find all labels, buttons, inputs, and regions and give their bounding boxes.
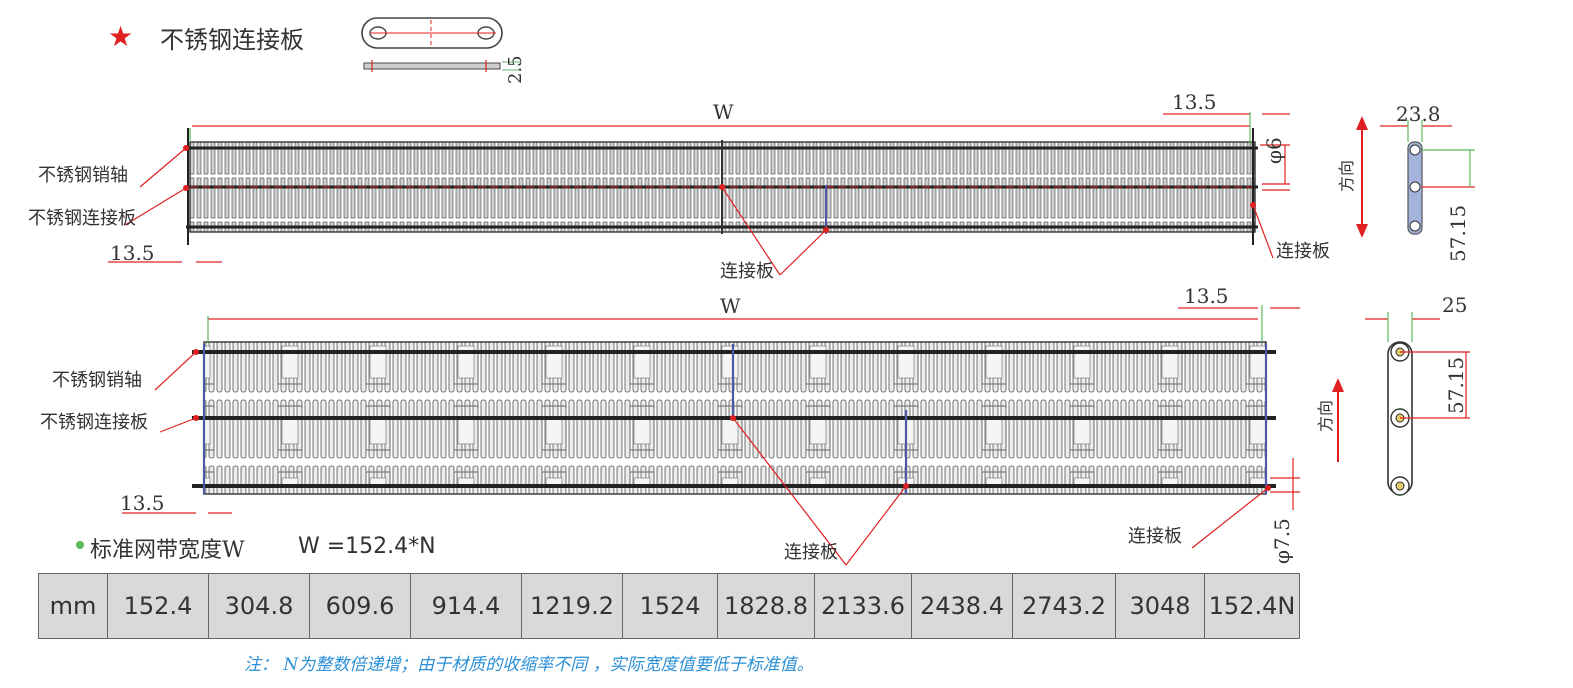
plate-thickness: 2.5 [505,55,526,84]
table-cell: 609.6 [309,573,411,639]
bottom-belt-drawing [192,341,1276,495]
table-cell: 2438.4 [911,573,1013,639]
top-plate-label: 不锈钢连接板 [28,208,136,229]
connecting-plate-icon [361,17,520,72]
bottom-link-label-center: 连接板 [784,542,838,563]
table-cell: 914.4 [410,573,522,639]
top-direction-label: 方向 [1337,159,1356,192]
footnote: 注： N为整数倍递增；由于材质的收缩率不同 ，实际宽度值要低于标准值。 [244,655,814,675]
top-side-drawing [1356,116,1423,238]
green-bullet-icon [76,541,84,549]
bottom-width-label: W [720,294,741,318]
table-row: mm 152.4 304.8 609.6 914.4 1219.2 1524 1… [38,573,1300,639]
star-icon: ★ [108,20,134,53]
bottom-dimension-dots [193,349,1271,491]
top-pin-diameter: φ6 [1262,137,1286,164]
table-cell: 1828.8 [717,573,815,639]
table-cell: 1524 [622,573,718,639]
bottom-pin-label: 不锈钢销轴 [52,370,142,391]
table-cell: 304.8 [208,573,310,639]
top-side-pitch: 57.15 [1446,204,1470,262]
table-cell: 152.4N [1204,573,1300,639]
bottom-side-width: 25 [1442,293,1468,317]
top-offset-left: 13.5 [110,241,155,265]
width-table: mm 152.4 304.8 609.6 914.4 1219.2 1524 1… [38,573,1300,639]
top-dimension-dots [183,145,1256,233]
bottom-offset-left: 13.5 [120,491,165,515]
bottom-pin-diameter: φ7.5 [1270,518,1294,564]
bottom-direction-label: 方向 [1316,399,1335,432]
top-link-label-center: 连接板 [720,261,774,282]
table-cell: 2743.2 [1012,573,1116,639]
standard-formula: W =152.4*N [298,534,436,559]
bottom-offset-right: 13.5 [1184,284,1229,308]
top-width-label: W [713,100,734,124]
legend-title: 不锈钢连接板 [160,26,304,54]
top-pin-label: 不锈钢销轴 [38,165,128,186]
bottom-link-label-right: 连接板 [1128,526,1182,547]
bottom-plate-label: 不锈钢连接板 [40,412,148,433]
table-cell: 1219.2 [521,573,623,639]
bottom-dimensions [122,307,1300,566]
top-side-width: 23.8 [1396,102,1441,126]
bottom-side-pitch: 57.15 [1444,356,1468,414]
top-offset-right: 13.5 [1172,90,1217,114]
table-unit-cell: mm [38,573,108,639]
table-cell: 152.4 [107,573,209,639]
top-link-label-right: 连接板 [1276,241,1330,262]
table-cell: 3048 [1115,573,1205,639]
standard-title: 标准网带宽度W [90,538,245,563]
top-dimensions [108,113,1290,276]
table-cell: 2133.6 [814,573,912,639]
